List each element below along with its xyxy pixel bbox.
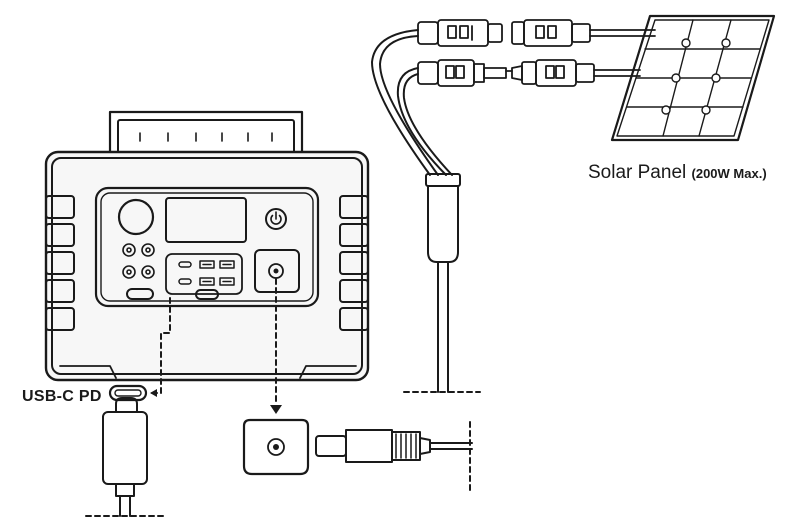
solar-panel-icon	[610, 14, 776, 142]
panel-junctions	[661, 38, 731, 115]
usb-c-cable	[102, 397, 148, 517]
power-icon	[270, 211, 282, 225]
left-side-ribs	[45, 195, 75, 331]
solar-panel-max-watt: (200W Max.)	[691, 166, 767, 181]
power-station	[44, 110, 370, 382]
right-side-ribs	[339, 195, 369, 331]
solar-input-socket-detail	[242, 418, 310, 476]
solar-panel-label: Solar Panel (200W Max.)	[588, 162, 767, 184]
carry-handle	[108, 110, 304, 157]
solar-y-cable	[371, 29, 461, 393]
dc-plug	[315, 429, 473, 463]
usb-c-icon	[108, 384, 148, 402]
mc4-top-left	[417, 19, 503, 47]
usbc-leader-line	[149, 297, 171, 394]
usb-c-ports	[178, 261, 192, 285]
usbc-arrow-head	[150, 389, 157, 397]
mc4-connector-icon	[417, 19, 656, 87]
front-panel	[94, 186, 320, 308]
station-body	[44, 150, 370, 382]
usb-a-ports	[199, 260, 235, 286]
ac-outlet	[117, 198, 155, 236]
usb-port-group	[165, 253, 243, 295]
power-button	[265, 208, 287, 230]
usb-c-pd-port	[195, 289, 219, 300]
solar-arrow-head	[270, 405, 282, 414]
cable-joint	[425, 173, 461, 187]
mc4-top-right	[511, 19, 656, 47]
leader-lines	[85, 278, 481, 517]
usb-c-plug	[108, 384, 148, 402]
usbc-pd-label: USB-C PD	[22, 388, 102, 405]
car-port-outlet	[126, 288, 154, 300]
mc4-bottom-left	[417, 59, 513, 87]
lcd-display	[165, 197, 247, 243]
mc4-bottom-right	[511, 59, 641, 87]
dc-5521-ports	[122, 243, 155, 279]
solar-panel-title: Solar Panel	[588, 162, 687, 183]
